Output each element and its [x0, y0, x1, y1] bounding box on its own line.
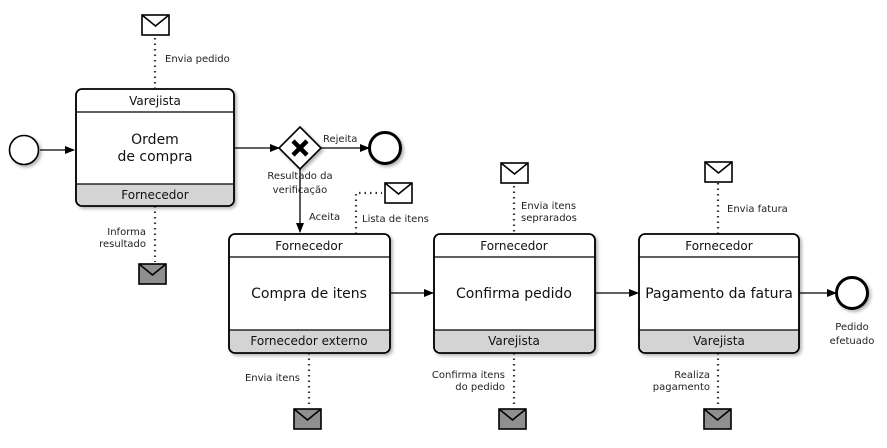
- task-participant-top: Fornecedor: [480, 239, 547, 253]
- flow-label-rejeita: Rejeita: [323, 134, 357, 145]
- task-participant-bottom: Varejista: [693, 334, 745, 348]
- task-title: Compra de itens: [251, 286, 367, 302]
- message-label-informa-resultado: Informa: [107, 227, 146, 238]
- message-label-realiza-pagamento: pagamento: [653, 382, 710, 393]
- message-label-envia-fatura: Envia fatura: [727, 204, 788, 215]
- task-participant-bottom: Fornecedor: [121, 188, 188, 202]
- message-envelope-icon: [498, 408, 527, 430]
- task-participant-top: Fornecedor: [685, 239, 752, 253]
- task-participant-top: Varejista: [129, 94, 181, 108]
- task-title: Pagamento da fatura: [645, 286, 793, 302]
- message-label-envia-itens: Envia itens: [245, 373, 300, 384]
- message-label-confirma-itens: Confirma itens: [432, 370, 505, 381]
- task-confirma-pedido[interactable]: Fornecedor Confirma pedido Varejista: [433, 233, 596, 354]
- end-event-pedido: [835, 276, 869, 310]
- message-envelope-icon: [500, 162, 529, 184]
- end-event-rejeita: [368, 131, 402, 165]
- task-participant-top: Fornecedor: [275, 239, 342, 253]
- gateway-label: Resultado da: [267, 171, 332, 182]
- message-label-realiza-pagamento: Realiza: [674, 370, 710, 381]
- message-label-confirma-itens: do pedido: [455, 382, 505, 393]
- end-event-label: efetuado: [830, 336, 875, 347]
- task-ordem-de-compra[interactable]: Varejista Ordem de compra Fornecedor: [75, 88, 235, 207]
- task-participant-bottom: Fornecedor externo: [250, 334, 367, 348]
- message-envelope-icon: [384, 182, 413, 204]
- message-label-lista-itens: Lista de itens: [362, 214, 429, 225]
- message-label-envia-itens-separados: Envia itens: [521, 201, 576, 212]
- task-title: Confirma pedido: [456, 286, 572, 302]
- task-compra-de-itens[interactable]: Fornecedor Compra de itens Fornecedor ex…: [228, 233, 391, 354]
- message-label-envia-itens-separados: seprarados: [521, 213, 577, 224]
- task-title: de compra: [117, 149, 192, 165]
- message-envelope-icon: [704, 161, 733, 183]
- message-label-envia-pedido: Envia pedido: [165, 54, 230, 65]
- task-participant-bottom: Varejista: [488, 334, 540, 348]
- start-event: [8, 134, 40, 166]
- end-event-label: Pedido: [835, 322, 868, 333]
- message-envelope-icon: [138, 263, 167, 285]
- flow-label-aceita: Aceita: [309, 212, 340, 223]
- gateway-label: verificação: [273, 185, 328, 196]
- message-envelope-icon: [703, 408, 732, 430]
- exclusive-gateway: [277, 125, 323, 171]
- task-title: Ordem: [131, 132, 179, 148]
- message-envelope-icon: [293, 408, 322, 430]
- message-envelope-icon: [141, 14, 170, 36]
- message-label-informa-resultado: resultado: [99, 239, 146, 250]
- task-pagamento-da-fatura[interactable]: Fornecedor Pagamento da fatura Varejista: [638, 233, 800, 354]
